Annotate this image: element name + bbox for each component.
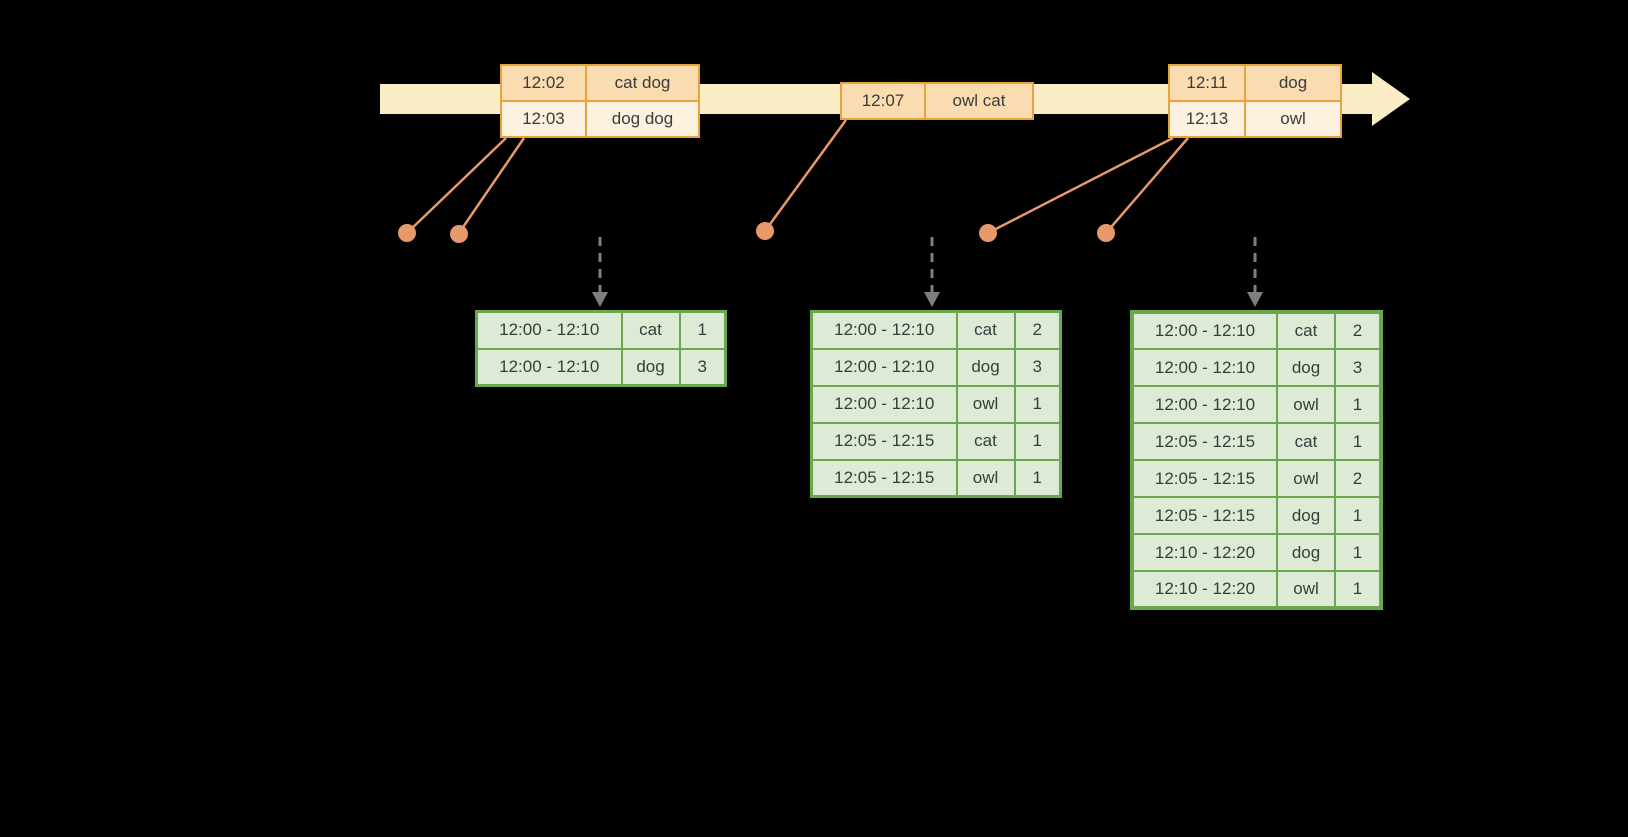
count-cell: 1 (678, 310, 727, 350)
event-arrival-dot (756, 222, 774, 240)
count-cell: 1 (1334, 385, 1382, 424)
event-time-cell: 12:07 (840, 82, 926, 120)
word-cell: cat (1276, 311, 1336, 350)
count-cell: 1 (1334, 422, 1382, 461)
window-cell: 12:05 - 12:15 (810, 458, 958, 498)
window-cell: 12:00 - 12:10 (810, 347, 958, 387)
count-cell: 2 (1334, 459, 1382, 498)
window-cell: 12:00 - 12:10 (1131, 311, 1278, 350)
event-words-cell: dog (1244, 64, 1342, 102)
window-cell: 12:10 - 12:20 (1131, 533, 1278, 572)
event-time-cell: 12:11 (1168, 64, 1246, 102)
window-cell: 12:00 - 12:10 (475, 310, 623, 350)
count-cell: 1 (1334, 496, 1382, 535)
window-cell: 12:05 - 12:15 (1131, 422, 1278, 461)
count-cell: 1 (1013, 421, 1062, 461)
window-cell: 12:00 - 12:10 (1131, 348, 1278, 387)
window-cell: 12:10 - 12:20 (1131, 570, 1278, 609)
count-cell: 3 (1013, 347, 1062, 387)
event-connectors (398, 119, 1189, 243)
event-time-cell: 12:13 (1168, 100, 1246, 138)
count-cell: 1 (1334, 533, 1382, 572)
event-arrival-dot (1097, 224, 1115, 242)
word-cell: owl (955, 384, 1016, 424)
word-cell: dog (620, 347, 681, 387)
window-cell: 12:00 - 12:10 (475, 347, 623, 387)
window-cell: 12:05 - 12:15 (810, 421, 958, 461)
window-cell: 12:00 - 12:10 (810, 310, 958, 350)
count-cell: 1 (1013, 458, 1062, 498)
event-words-cell: owl cat (924, 82, 1034, 120)
timeline-arrowhead-icon (1372, 72, 1410, 126)
word-cell: cat (620, 310, 681, 350)
word-cell: dog (955, 347, 1016, 387)
trigger-arrowhead-icon (592, 292, 608, 307)
word-cell: dog (1276, 496, 1336, 535)
trigger-arrowhead-icon (924, 292, 940, 307)
count-cell: 1 (1334, 570, 1382, 609)
count-cell: 2 (1334, 311, 1382, 350)
event-arrival-dot (398, 224, 416, 242)
word-cell: cat (955, 421, 1016, 461)
count-cell: 2 (1013, 310, 1062, 350)
connector-line (987, 136, 1174, 235)
event-words-cell: owl (1244, 100, 1342, 138)
window-cell: 12:00 - 12:10 (810, 384, 958, 424)
count-cell: 3 (678, 347, 727, 387)
event-words-cell: dog dog (585, 100, 700, 138)
connector-line (406, 137, 507, 234)
count-cell: 1 (1013, 384, 1062, 424)
connector-line (763, 119, 848, 232)
event-arrival-dot (979, 224, 997, 242)
count-cell: 3 (1334, 348, 1382, 387)
word-cell: cat (1276, 422, 1336, 461)
window-cell: 12:00 - 12:10 (1131, 385, 1278, 424)
word-cell: owl (955, 458, 1016, 498)
event-time-cell: 12:03 (500, 100, 587, 138)
connector-line (457, 137, 526, 234)
event-words-cell: cat dog (585, 64, 700, 102)
trigger-arrowhead-icon (1247, 292, 1263, 307)
trigger-arrows (592, 237, 1263, 307)
event-arrival-dot (450, 225, 468, 243)
window-cell: 12:05 - 12:15 (1131, 496, 1278, 535)
word-cell: owl (1276, 385, 1336, 424)
word-cell: owl (1276, 570, 1336, 609)
word-cell: dog (1276, 533, 1336, 572)
connector-line (1105, 137, 1189, 234)
word-cell: cat (955, 310, 1016, 350)
window-cell: 12:05 - 12:15 (1131, 459, 1278, 498)
word-cell: owl (1276, 459, 1336, 498)
event-time-cell: 12:02 (500, 64, 587, 102)
word-cell: dog (1276, 348, 1336, 387)
